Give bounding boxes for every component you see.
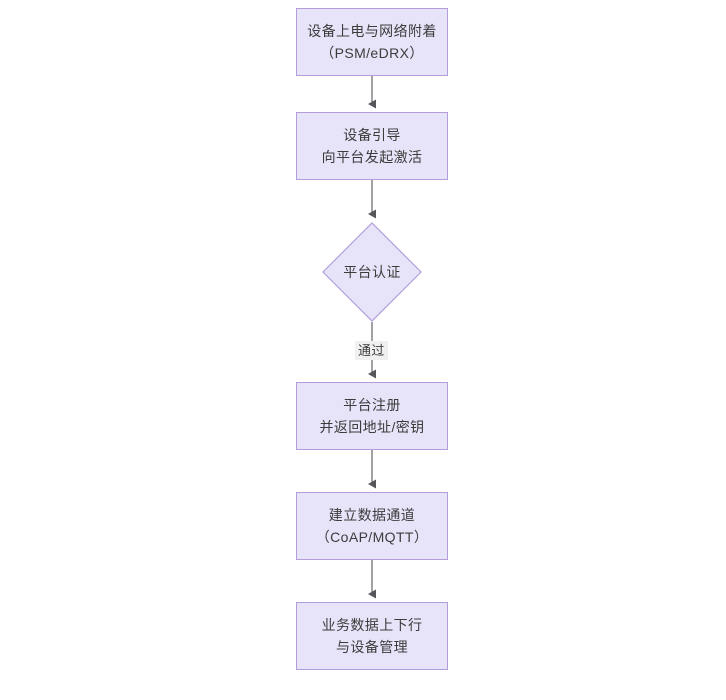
node-line-2: 与设备管理 [336, 639, 408, 655]
node-line-1: 平台认证 [343, 264, 401, 280]
node-establish-data-channel[interactable]: 建立数据通道 （CoAP/MQTT） [296, 492, 448, 560]
node-line-2: （PSM/eDRX） [320, 45, 424, 61]
node-line-1: 平台注册 [343, 397, 401, 413]
node-line-2: 向平台发起激活 [321, 149, 423, 165]
diamond-shape [322, 222, 422, 322]
node-line-1: 设备上电与网络附着 [307, 23, 437, 39]
node-line-2: 并返回地址/密钥 [319, 419, 425, 435]
node-platform-register[interactable]: 平台注册 并返回地址/密钥 [296, 382, 448, 450]
node-device-bootstrap[interactable]: 设备引导 向平台发起激活 [296, 112, 448, 180]
node-line-1: 设备引导 [343, 127, 401, 143]
edge-label-pass: 通过 [355, 341, 388, 360]
node-business-data-and-device-mgmt[interactable]: 业务数据上下行 与设备管理 [296, 602, 448, 670]
node-line-1: 建立数据通道 [328, 507, 416, 523]
node-line-1: 业务数据上下行 [321, 617, 423, 633]
node-platform-auth-decision[interactable]: 平台认证 [322, 222, 422, 322]
node-device-power-on[interactable]: 设备上电与网络附着 （PSM/eDRX） [296, 8, 448, 76]
node-line-2: （CoAP/MQTT） [315, 529, 429, 545]
